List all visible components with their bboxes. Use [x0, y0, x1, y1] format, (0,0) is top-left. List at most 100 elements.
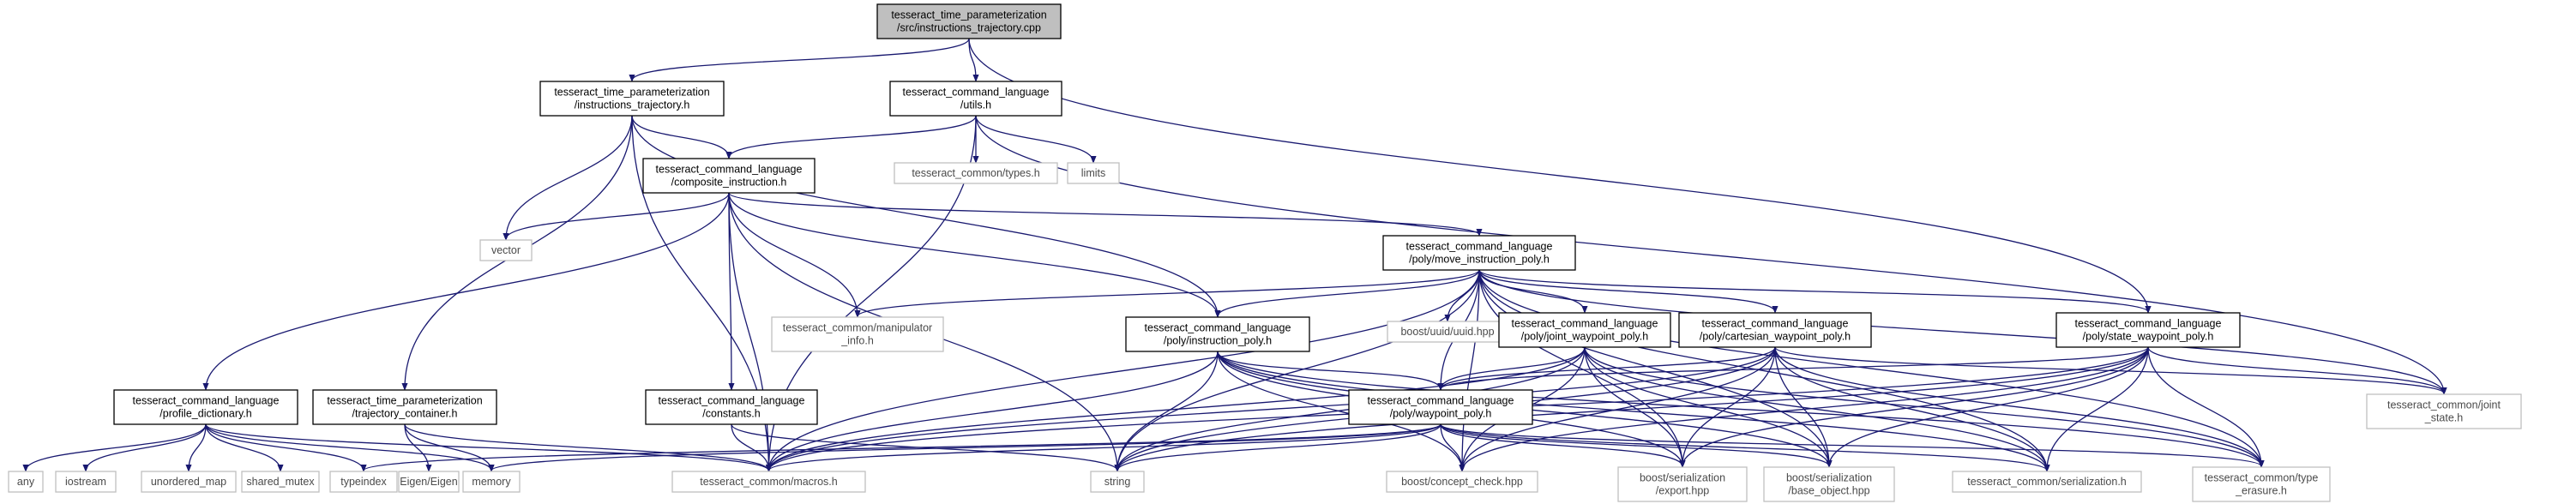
node-jstate: tesseract_common/joint_state.h: [2366, 393, 2522, 429]
node-root[interactable]: tesseract_time_parameterization/src/inst…: [876, 3, 1062, 39]
node-box: [1498, 312, 1671, 348]
edge-move-to-macros: [769, 269, 1480, 471]
node-instr[interactable]: tesseract_command_language/poly/instruct…: [1125, 316, 1310, 352]
node-box: [2055, 312, 2241, 348]
edge-tcont-to-memory: [404, 423, 491, 471]
node-label: unordered_map: [151, 476, 226, 488]
node-box: [671, 471, 866, 493]
node-typeindex: typeindex: [329, 471, 398, 493]
edge-waypoint-to-baseobj: [1440, 423, 1829, 466]
node-uuid: boost/uuid/uuid.hpp: [1387, 321, 1508, 343]
node-composite[interactable]: tesseract_command_language/composite_ins…: [642, 158, 816, 194]
node-any: any: [8, 471, 44, 493]
edge-composite-to-vector: [506, 192, 730, 239]
edge-instr-to-concept: [1217, 351, 1462, 471]
node-label: _erasure.h: [2235, 485, 2287, 497]
node-label: /constants.h: [702, 408, 760, 420]
edge-constants-to-string: [731, 423, 1117, 471]
node-state[interactable]: tesseract_command_language/poly/state_wa…: [2055, 312, 2241, 348]
node-box: [1952, 471, 2142, 493]
node-label: tesseract_command_language: [1406, 241, 1553, 253]
edge-state-to-typeerasure: [2147, 346, 2261, 466]
node-box: [55, 471, 117, 493]
edge-tcont-to-macros: [404, 423, 769, 471]
node-box: [1617, 466, 1748, 502]
node-macros: tesseract_common/macros.h: [671, 471, 866, 493]
edge-cart-to-typeerasure: [1774, 346, 2261, 466]
node-label: /poly/waypoint_poly.h: [1390, 408, 1492, 420]
node-box: [141, 471, 237, 493]
node-box: [771, 316, 944, 352]
edge-state-to-concept: [1462, 346, 2149, 471]
edge-itraj-to-vector: [506, 115, 633, 239]
edge-instr-to-macros: [769, 351, 1219, 471]
node-cart[interactable]: tesseract_command_language/poly/cartesia…: [1678, 312, 1872, 348]
node-label: memory: [472, 476, 511, 488]
node-label: /base_object.hpp: [1788, 485, 1869, 497]
edge-itraj-to-instr: [631, 115, 1218, 316]
node-box: [1125, 316, 1310, 352]
node-label: /src/instructions_trajectory.cpp: [897, 22, 1041, 34]
node-label: /poly/joint_waypoint_poly.h: [1521, 331, 1649, 343]
node-move[interactable]: tesseract_command_language/poly/move_ins…: [1382, 235, 1576, 271]
node-label: tesseract_command_language: [1368, 395, 1514, 407]
node-box: [398, 471, 460, 493]
node-box: [312, 389, 497, 425]
node-tcont[interactable]: tesseract_time_parameterization/trajecto…: [312, 389, 497, 425]
edge-move-to-serial: [1478, 269, 2047, 471]
edge-root-to-itraj: [632, 38, 970, 81]
edge-waypoint-to-concept: [1440, 423, 1462, 471]
edge-move-to-export: [1478, 269, 1682, 466]
node-vector: vector: [479, 239, 533, 261]
edge-joint-to-serial: [1584, 346, 2047, 471]
node-label: /export.hpp: [1656, 485, 1710, 497]
edge-composite-to-profile: [206, 192, 730, 389]
edge-composite-to-constants: [729, 192, 731, 389]
node-eigen: Eigen/Eigen: [398, 471, 460, 493]
edge-cart-to-serial: [1774, 346, 2047, 471]
edge-profile-to-any: [26, 423, 207, 471]
node-box: [1382, 235, 1576, 271]
node-box: [1763, 466, 1895, 502]
edge-constants-to-macros: [731, 423, 769, 471]
edge-waypoint-to-typeindex: [364, 423, 1441, 471]
node-limits: limits: [1067, 162, 1120, 184]
node-profile[interactable]: tesseract_command_language/profile_dicti…: [113, 389, 298, 425]
edge-move-to-string: [1117, 269, 1480, 471]
node-label: tesseract_common/types.h: [912, 167, 1039, 179]
node-itraj[interactable]: tesseract_time_parameterization/instruct…: [539, 81, 725, 117]
node-label: tesseract_common/type: [2205, 472, 2319, 484]
node-label: /composite_instruction.h: [671, 177, 787, 189]
edge-move-to-concept: [1462, 269, 1480, 471]
node-constants[interactable]: tesseract_command_language/constants.h: [645, 389, 818, 425]
node-label: tesseract_time_parameterization: [891, 9, 1046, 21]
node-layer: tesseract_time_parameterization/src/inst…: [8, 3, 2522, 502]
node-label: tesseract_common/manipulator: [783, 322, 932, 334]
node-serial: tesseract_common/serialization.h: [1952, 471, 2142, 493]
node-box: [645, 389, 818, 425]
node-label: typeindex: [340, 476, 387, 488]
edge-state-to-jstate: [2147, 346, 2444, 393]
edge-state-to-waypoint: [1441, 346, 2149, 389]
edge-move-to-cart: [1478, 269, 1775, 312]
node-string: string: [1090, 471, 1145, 493]
node-label: /utils.h: [960, 99, 991, 111]
node-joint[interactable]: tesseract_command_language/poly/joint_wa…: [1498, 312, 1671, 348]
node-label: tesseract_command_language: [133, 395, 280, 407]
edge-move-to-baseobj: [1478, 269, 1829, 466]
node-box: [241, 471, 320, 493]
edge-instr-to-waypoint: [1217, 351, 1441, 389]
node-label: tesseract_common/macros.h: [700, 476, 838, 488]
node-utils[interactable]: tesseract_command_language/utils.h: [889, 81, 1062, 117]
node-label: tesseract_command_language: [1512, 318, 1658, 330]
node-label: _state.h: [2424, 412, 2464, 424]
node-waypoint[interactable]: tesseract_command_language/poly/waypoint…: [1348, 389, 1533, 425]
node-baseobj: boost/serialization/base_object.hpp: [1763, 466, 1895, 502]
edge-itraj-to-composite: [631, 115, 729, 158]
node-concept: boost/concept_check.hpp: [1386, 471, 1538, 493]
edge-profile-to-typeindex: [205, 423, 364, 471]
node-box: [642, 158, 816, 194]
edge-waypoint-to-typeerasure: [1440, 423, 2261, 466]
node-types: tesseract_common/types.h: [894, 162, 1058, 184]
node-label: tesseract_command_language: [656, 164, 803, 176]
